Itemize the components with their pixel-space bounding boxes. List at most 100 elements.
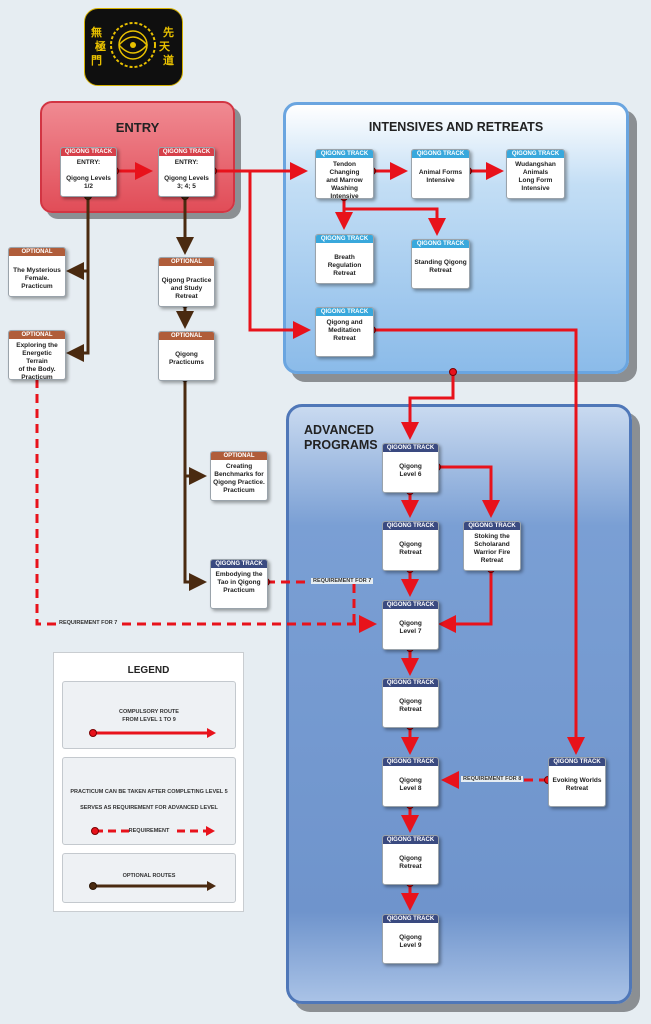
node-header: QIGONG TRACK <box>383 522 438 530</box>
node-text: Exploring the Energetic Terrain of the B… <box>16 342 58 381</box>
node-text: Qigong Practice and Study Retreat <box>161 277 212 300</box>
node-animal-forms-intensive[interactable]: QIGONG TRACK Animal Forms Intensive <box>411 149 470 199</box>
node-header: QIGONG TRACK <box>61 148 116 156</box>
node-header: QIGONG TRACK <box>316 235 373 243</box>
legend-practicum-text: PRACTICUM CAN BE TAKEN AFTER COMPLETING … <box>70 789 228 811</box>
legend-title: LEGEND <box>127 665 170 676</box>
node-qigong-level-8[interactable]: QIGONG TRACK Qigong Level 8 <box>382 757 439 807</box>
node-text: Qigong Practicums <box>168 351 205 366</box>
legend-optional-box: OPTIONAL ROUTES <box>62 853 236 903</box>
legend-compulsory-text: COMPULSORY ROUTE FROM LEVEL 1 TO 9 <box>119 709 179 723</box>
node-qigong-meditation-retreat[interactable]: QIGONG TRACK Qigong and Meditation Retre… <box>315 307 374 357</box>
node-text: Tendon Changing and Marrow Washing Inten… <box>326 161 363 200</box>
node-qigong-retreat-after-7[interactable]: QIGONG TRACK Qigong Retreat <box>382 678 439 728</box>
node-qigong-retreat-after-6[interactable]: QIGONG TRACK Qigong Retreat <box>382 521 439 571</box>
node-breath-regulation-retreat[interactable]: QIGONG TRACK Breath Regulation Retreat <box>315 234 374 284</box>
route-level6-stoking <box>437 465 500 518</box>
node-header: QIGONG TRACK <box>211 560 267 568</box>
node-qigong-level-7[interactable]: QIGONG TRACK Qigong Level 7 <box>382 600 439 650</box>
node-creating-benchmarks[interactable]: OPTIONAL Creating Benchmarks for Qigong … <box>210 451 268 501</box>
route-entry12-mysterious <box>66 196 90 280</box>
route-qimed-evoking <box>372 328 585 755</box>
node-text: The Mysterious Female. Practicum <box>13 267 61 290</box>
node-entry-levels-3-4-5[interactable]: QIGONG TRACK ENTRY: Qigong Levels 3; 4; … <box>158 147 215 197</box>
node-text: Qigong Level 6 <box>399 463 422 478</box>
node-entry-levels-1-2[interactable]: QIGONG TRACK ENTRY: Qigong Levels 1/2 <box>60 147 117 197</box>
node-qigong-retreat-after-8[interactable]: QIGONG TRACK Qigong Retreat <box>382 835 439 885</box>
node-text: Qigong and Meditation Retreat <box>326 319 363 342</box>
node-text: Qigong Retreat <box>399 855 422 870</box>
node-text: Qigong Level 7 <box>399 620 422 635</box>
node-header: QIGONG TRACK <box>412 240 469 248</box>
logo-char-left-3: 門 <box>91 54 102 67</box>
node-tendon-marrow-intensive[interactable]: QIGONG TRACK Tendon Changing and Marrow … <box>315 149 374 200</box>
req7-embody-label: REQUIREMENT FOR 7 <box>311 578 374 584</box>
node-header: OPTIONAL <box>159 258 214 266</box>
entry-panel-title: ENTRY <box>115 120 160 135</box>
node-text: Standing Qigong Retreat <box>414 259 467 274</box>
node-qigong-practicums[interactable]: OPTIONAL Qigong Practicums <box>158 331 215 381</box>
legend-practicum-box: PRACTICUM CAN BE TAKEN AFTER COMPLETING … <box>62 757 236 845</box>
route-entry12-exploring <box>66 271 90 362</box>
node-header: QIGONG TRACK <box>316 150 373 158</box>
node-header: QIGONG TRACK <box>412 150 469 158</box>
node-header: QIGONG TRACK <box>507 150 564 158</box>
logo-emblem-icon <box>110 22 156 68</box>
route-qimed-level6 <box>401 372 455 440</box>
route-practicums-embody <box>183 476 207 591</box>
legend-requirement-arrow-icon <box>91 826 215 836</box>
route-req-embody-level7 <box>266 580 356 624</box>
node-header: QIGONG TRACK <box>383 836 438 844</box>
node-text: Creating Benchmarks for Qigong Practice.… <box>213 463 265 494</box>
node-qigong-level-9[interactable]: QIGONG TRACK Qigong Level 9 <box>382 914 439 964</box>
node-header: QIGONG TRACK <box>383 915 438 923</box>
logo-char-left-1: 無 <box>91 26 102 39</box>
node-wudangshan-intensive[interactable]: QIGONG TRACK Wudangshan Animals Long For… <box>506 149 565 199</box>
node-exploring-energetic-terrain[interactable]: OPTIONAL Exploring the Energetic Terrain… <box>8 330 66 381</box>
node-text: Qigong Level 8 <box>399 777 422 792</box>
node-stoking-warrior-fire-retreat[interactable]: QIGONG TRACK Stoking the Scholarand Warr… <box>463 521 521 571</box>
route-stoking-level7 <box>438 569 493 633</box>
node-text: Evoking Worlds Retreat <box>552 777 602 792</box>
node-text: ENTRY: Qigong Levels 3; 4; 5 <box>164 159 209 190</box>
route-tendon-standing <box>344 207 446 236</box>
node-qigong-level-6[interactable]: QIGONG TRACK Qigong Level 6 <box>382 443 439 493</box>
node-header: QIGONG TRACK <box>464 522 520 530</box>
req7-exploring-label: REQUIREMENT FOR 7 <box>57 620 120 626</box>
route-practicums-benchmarks <box>183 378 207 485</box>
node-header: QIGONG TRACK <box>383 601 438 609</box>
legend-compulsory-box: COMPULSORY ROUTE FROM LEVEL 1 TO 9 <box>62 681 236 749</box>
route-entry345-qimed <box>248 171 311 339</box>
node-header: QIGONG TRACK <box>549 758 605 766</box>
logo-char-right-2: 天 <box>159 40 170 53</box>
legend: LEGEND COMPULSORY ROUTE FROM LEVEL 1 TO … <box>53 652 244 912</box>
legend-compulsory-arrow-icon <box>89 728 216 738</box>
logo-char-right-3: 道 <box>163 54 174 67</box>
node-header: OPTIONAL <box>9 248 65 256</box>
legend-optional-text: OPTIONAL ROUTES <box>122 873 176 879</box>
node-text: Qigong Retreat <box>399 541 422 556</box>
intensives-panel-title: INTENSIVES AND RETREATS <box>368 120 544 134</box>
node-embodying-tao-practicum[interactable]: QIGONG TRACK Embodying the Tao in Qigong… <box>210 559 268 609</box>
node-text: ENTRY: Qigong Levels 1/2 <box>66 159 111 190</box>
advanced-panel-title: ADVANCED PROGRAMS <box>304 423 378 452</box>
node-text: Qigong Level 9 <box>399 934 422 949</box>
node-header: OPTIONAL <box>159 332 214 340</box>
logo-char-left-2: 極 <box>95 40 106 53</box>
node-mysterious-female-practicum[interactable]: OPTIONAL The Mysterious Female. Practicu… <box>8 247 66 297</box>
req8-label: REQUIREMENT FOR 8 <box>461 776 524 782</box>
legend-requirement-label: REQUIREMENT <box>128 828 170 834</box>
node-evoking-worlds-retreat[interactable]: QIGONG TRACK Evoking Worlds Retreat <box>548 757 606 807</box>
node-text: Breath Regulation Retreat <box>327 254 362 277</box>
node-header: QIGONG TRACK <box>159 148 214 156</box>
route-req-exploring-level7 <box>35 379 377 633</box>
legend-optional-arrow-icon <box>89 881 216 891</box>
node-header: OPTIONAL <box>9 331 65 339</box>
node-text: Animal Forms Intensive <box>418 169 463 184</box>
node-standing-qigong-retreat[interactable]: QIGONG TRACK Standing Qigong Retreat <box>411 239 470 289</box>
advanced-panel: ADVANCED PROGRAMS <box>286 404 632 1004</box>
node-practice-study-retreat[interactable]: OPTIONAL Qigong Practice and Study Retre… <box>158 257 215 307</box>
node-text: Qigong Retreat <box>399 698 422 713</box>
node-text: Embodying the Tao in Qigong Practicum <box>215 571 263 594</box>
